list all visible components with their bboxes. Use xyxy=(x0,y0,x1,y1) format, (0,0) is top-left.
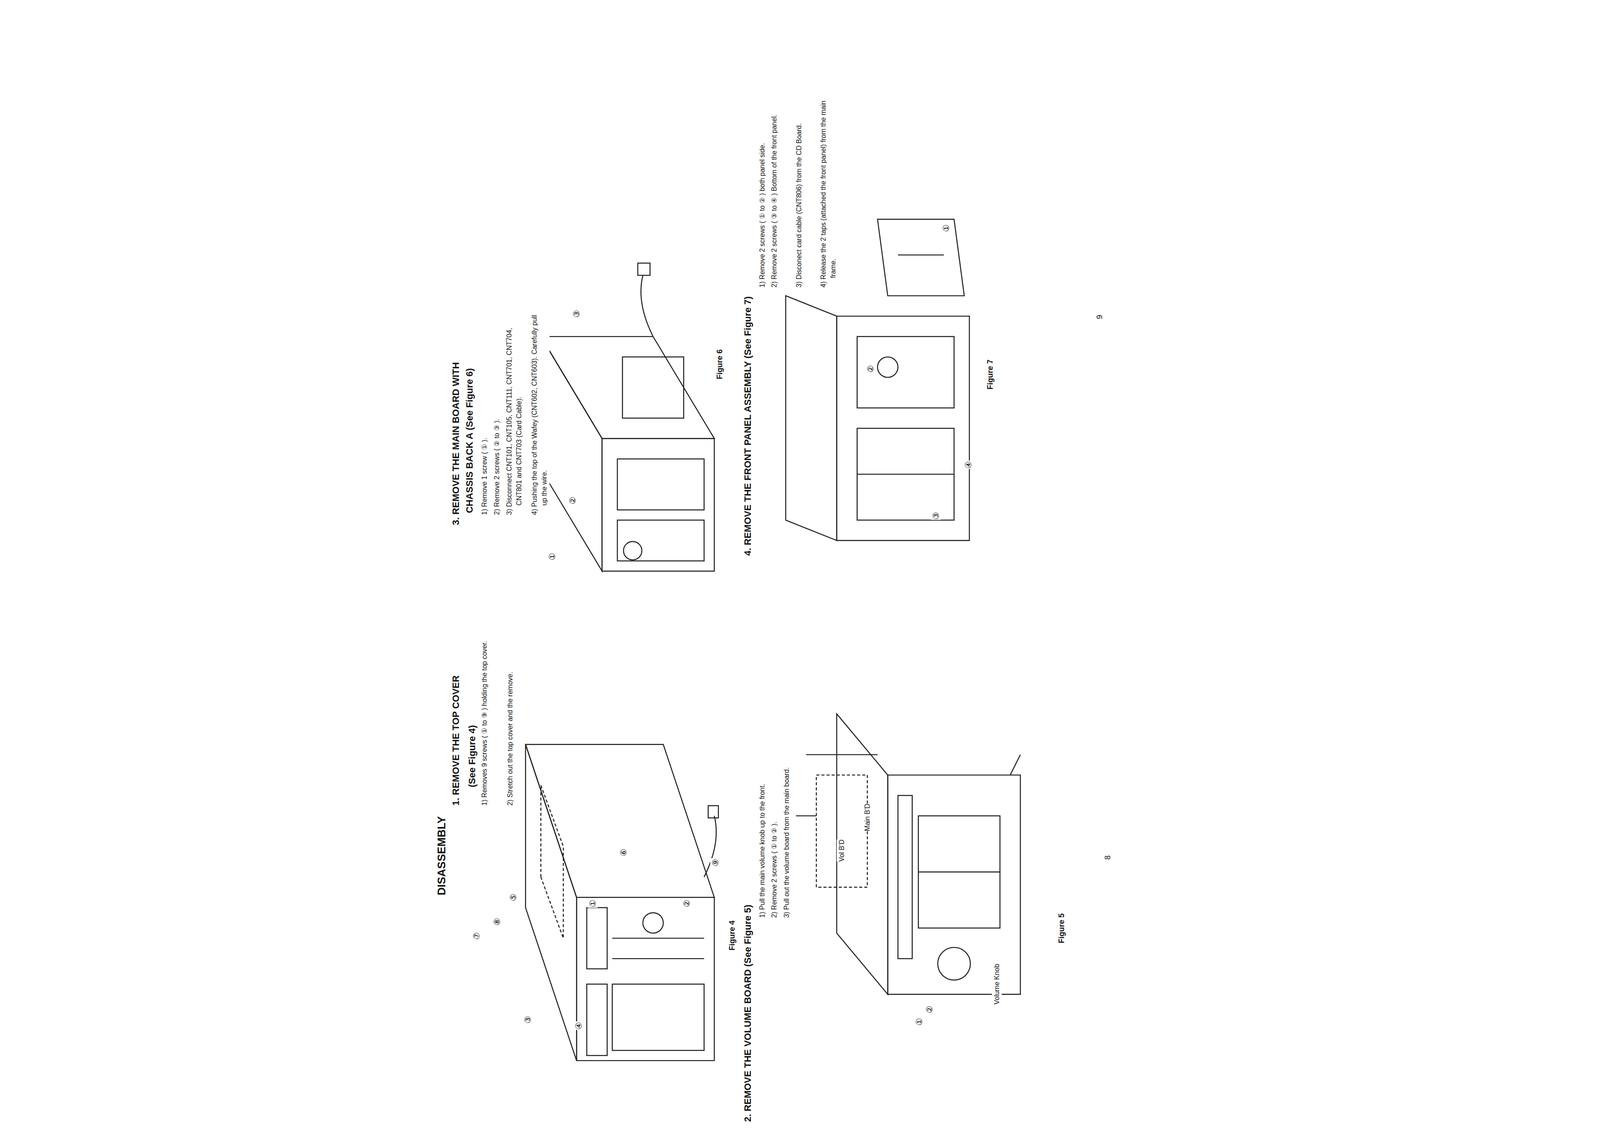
figure-caption: Figure 4 xyxy=(726,920,738,951)
stereo-figure-7 xyxy=(785,219,970,541)
step-text: 1) Remove 1 screw ( ① ). xyxy=(479,308,490,515)
step-text: 4) Pushing the top of the Wafey (CNT602,… xyxy=(529,308,550,515)
page-heading: DISASSEMBLY xyxy=(433,816,450,896)
callout-number: ① xyxy=(547,552,558,562)
page-number: 8 xyxy=(1102,855,1114,860)
section-heading: 1. REMOVE THE TOP COVER xyxy=(449,675,463,806)
callout-number: ② xyxy=(567,496,578,506)
callout-number: ③ xyxy=(522,1015,533,1025)
page-number: 9 xyxy=(1094,314,1106,320)
callout-number: ⑨ xyxy=(710,858,721,868)
figure-caption: Figure 5 xyxy=(1055,913,1068,944)
step-text: 3) Disconnect CNT101, CNT105, CNT111, CN… xyxy=(504,308,524,515)
step-text: 1) Removes 9 screws ( ① to ⑨ ) holding t… xyxy=(479,625,490,806)
callout-number: ③ xyxy=(571,309,582,319)
callout-number: ① xyxy=(914,1017,925,1027)
callout-number: ① xyxy=(587,899,598,909)
stereo-figure-4 xyxy=(525,744,719,1062)
callout-number: ④ xyxy=(963,460,974,470)
section-heading: (See Figure 4) xyxy=(465,725,480,788)
callout-number: ② xyxy=(681,899,692,909)
callout-number: ⑤ xyxy=(508,893,519,902)
part-label: Volume Knob xyxy=(991,964,1002,1005)
figure-caption: Figure 6 xyxy=(714,349,726,380)
callout-number: ② xyxy=(924,1005,935,1015)
callout-number: ② xyxy=(865,364,876,374)
step-text: 4) Release the 2 taps (attached the fron… xyxy=(818,94,839,288)
step-text: 2) Stretch out the top cover and the rem… xyxy=(505,672,515,806)
callout-number: ① xyxy=(941,223,952,233)
stereo-figure-6 xyxy=(541,263,715,572)
step-text: 2) Remove 2 screws ( ① to ② ). xyxy=(769,821,780,918)
section-heading: 2. REMOVE THE VOLUME BOARD (See Figure 5… xyxy=(741,905,755,1123)
callout-number: ⑦ xyxy=(471,932,482,941)
section-heading: 4. REMOVE THE FRONT PANEL ASSEMBLY (See … xyxy=(741,296,755,556)
step-text: 1) Pull the main volume knob up to the f… xyxy=(757,784,768,919)
figure-caption: Figure 7 xyxy=(984,359,996,390)
callout-number: ⑧ xyxy=(491,917,503,927)
callout-number: ⑥ xyxy=(618,848,629,857)
stereo-figure-5 xyxy=(795,714,1021,995)
step-text: 3) Disconect card cable (CNT806) from th… xyxy=(794,94,804,288)
step-text: 1) Remove 2 screws ( ① to ② ) both panel… xyxy=(757,94,768,288)
step-text: 2) Remove 2 screws ( ② to ③ ). xyxy=(491,308,502,515)
step-text: 3) Pull out the volume board from the ma… xyxy=(781,767,792,918)
step-text: 2) Remove 2 screws ( ③ to ④ ) Bottom of … xyxy=(769,94,780,288)
part-label: Vol B'D xyxy=(836,839,847,862)
section-heading: 3. REMOVE THE MAIN BOARD WITH CHASSIS BA… xyxy=(449,325,477,526)
part-label: Main B'D xyxy=(862,803,873,832)
callout-number: ③ xyxy=(930,511,942,521)
callout-number: ④ xyxy=(573,1021,584,1031)
